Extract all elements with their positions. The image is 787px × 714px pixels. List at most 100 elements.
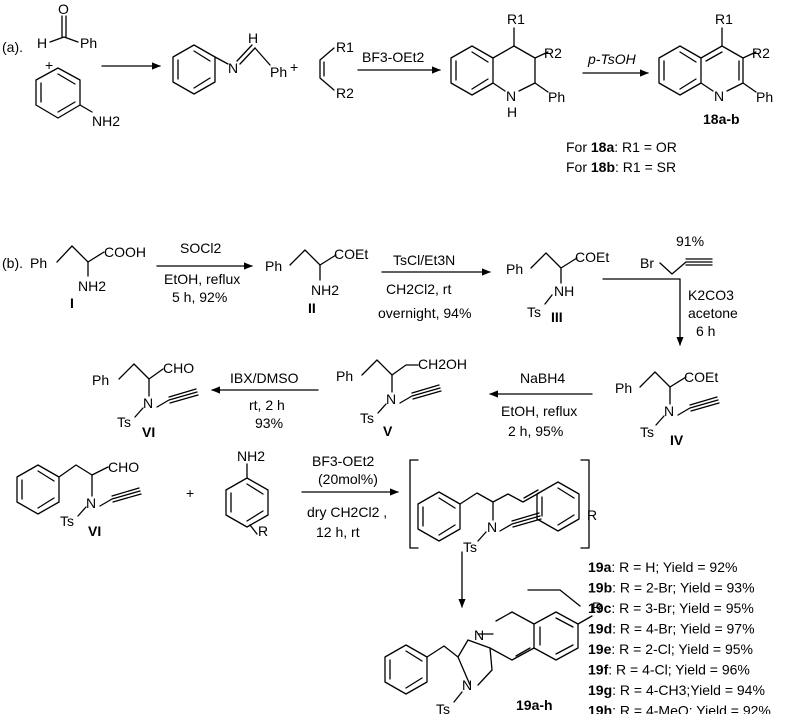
q18-n-label: N	[714, 88, 724, 104]
I-id: I	[70, 295, 74, 311]
VIb-id: VI	[88, 523, 101, 539]
VI-cho-label: CHO	[163, 360, 194, 376]
benzaldehyde: O H Ph	[37, 1, 97, 51]
product-n-label: N	[462, 677, 472, 693]
q18-id: 18a-b	[703, 111, 740, 127]
V-ts-label: Ts	[360, 410, 374, 426]
I-cooh-label: COOH	[104, 244, 146, 260]
step3-br: Br	[640, 255, 654, 271]
thq-ph-label: Ph	[548, 89, 565, 105]
aldehyde-ph-label: Ph	[80, 35, 97, 51]
substituted-aniline: NH2 R	[225, 448, 269, 539]
VI-n-label: N	[143, 395, 153, 411]
I-ph-label: Ph	[30, 255, 47, 271]
step1-line2: 5 h, 92%	[172, 289, 227, 305]
aldehyde-h-label: H	[37, 35, 47, 51]
compound-IV: Ph COEt N Ts IV	[615, 369, 720, 448]
yield-row-text: : R = 3-Br; Yield = 95%	[611, 600, 753, 616]
yield-row-id: 19g	[588, 682, 612, 698]
step3-line3: 6 h	[696, 323, 715, 339]
V-n-label: N	[386, 391, 396, 407]
step1-line1: EtOH, reflux	[164, 271, 240, 287]
step3-line1: K2CO3	[688, 287, 734, 303]
III-coet-label: COEt	[575, 249, 609, 265]
propargyl-bromide	[659, 258, 713, 275]
imine-ph-label: Ph	[270, 64, 287, 80]
intermediate-r-label: R	[587, 507, 597, 523]
II-ph-label: Ph	[265, 258, 282, 274]
step2-tscl: TsCl/Et3N	[393, 252, 455, 268]
step2-line2: overnight, 94%	[378, 305, 471, 321]
yield-row-id: 19b	[588, 580, 612, 596]
step5-line2: 93%	[255, 415, 283, 431]
yield-row-text: : R = 4-Cl; Yield = 96%	[608, 662, 750, 678]
III-id: III	[551, 309, 563, 325]
intermediate-ts-label: Ts	[463, 539, 477, 555]
plus-top: +	[45, 57, 53, 73]
II-nh2-label: NH2	[311, 282, 339, 298]
VIb-ts-label: Ts	[60, 513, 74, 529]
note-18b: For 18b: R1 = SR	[566, 159, 676, 175]
compound-III: Ph COEt NH Ts III	[506, 249, 609, 325]
aldehyde-o-label: O	[58, 1, 69, 17]
yield-row: 19c: R = 3-Br; Yield = 95%	[588, 600, 754, 616]
yield-row-text: : R = 4-MeO; Yield = 92%	[612, 703, 771, 714]
yield-row: 19a: R = H; Yield = 92%	[588, 559, 737, 575]
aniline-b-nh2: NH2	[237, 448, 265, 464]
yield-row-text: : R = 4-CH3;Yield = 94%	[612, 682, 765, 698]
plus-mid: +	[290, 59, 298, 75]
VIb-n-label: N	[86, 495, 96, 511]
V-ph-label: Ph	[336, 368, 353, 384]
yield-row-id: 19a	[588, 559, 612, 575]
yield-row: 19f: R = 4-Cl; Yield = 96%	[588, 662, 750, 678]
step2-line1: CH2Cl2, rt	[386, 281, 451, 297]
step5-ibx: IBX/DMSO	[230, 370, 299, 386]
yield-list: 19a: R = H; Yield = 92% 19b: R = 2-Br; Yi…	[588, 559, 771, 714]
alkene-r1-label: R1	[336, 39, 354, 55]
step5-line1: rt, 2 h	[249, 397, 285, 413]
compound-I: Ph COOH NH2 I	[30, 244, 146, 311]
quinoline-18: R1 R2 N Ph 18a-b	[658, 11, 773, 127]
aniline: NH2	[35, 67, 120, 129]
step6-line3: 12 h, rt	[316, 524, 360, 540]
step4-line1: EtOH, reflux	[501, 403, 577, 419]
II-id: II	[308, 300, 316, 316]
I-nh2-label: NH2	[78, 278, 106, 294]
yield-row: 19b: R = 2-Br; Yield = 93%	[588, 580, 755, 596]
step6-line1: (20mol%)	[318, 471, 378, 487]
imine-h-label: H	[248, 30, 258, 46]
intermediate-n-label: N	[487, 519, 497, 535]
yield-row-text: : R = 4-Br; Yield = 97%	[612, 621, 754, 637]
step6-line2: dry CH2Cl2 ,	[307, 504, 387, 520]
III-nh-label: NH	[554, 283, 574, 299]
VI-id: VI	[142, 424, 155, 440]
compound-V: Ph CH2OH N Ts V	[336, 356, 467, 439]
step4-line2: 2 h, 95%	[508, 423, 563, 439]
alkene-r2-label: R2	[336, 85, 354, 101]
step1-socl2: SOCl2	[180, 240, 221, 256]
V-id: V	[383, 423, 393, 439]
VI-ph-label: Ph	[92, 372, 109, 388]
intermediate: N Ts R	[409, 459, 597, 555]
note-18a: For 18a: R1 = OR	[566, 139, 677, 155]
III-ts-label: Ts	[527, 304, 541, 320]
compound-II: Ph COEt NH2 II	[265, 246, 368, 316]
aniline-nh2-label: NH2	[92, 113, 120, 129]
IV-ts-label: Ts	[640, 424, 654, 440]
reagent-bf3-a: BF3-OEt2	[362, 49, 424, 65]
yield-row: 19e: R = 2-Cl; Yield = 95%	[588, 641, 753, 657]
IV-ph-label: Ph	[615, 380, 632, 396]
compound-VI: Ph CHO N Ts VI	[92, 360, 199, 440]
yield-row-text: : R = 2-Br; Yield = 93%	[612, 580, 754, 596]
thq-r1-label: R1	[507, 11, 525, 27]
III-ph-label: Ph	[506, 261, 523, 277]
thq-h-label: H	[507, 104, 517, 120]
yield-row: 19g: R = 4-CH3;Yield = 94%	[588, 682, 765, 698]
step4-nabh4: NaBH4	[520, 370, 565, 386]
product-ring-n: N	[474, 627, 484, 643]
yield-row-id: 19e	[588, 641, 612, 657]
imine: N H Ph	[172, 30, 287, 95]
q18-ph-label: Ph	[756, 89, 773, 105]
plus-b: +	[186, 485, 194, 501]
